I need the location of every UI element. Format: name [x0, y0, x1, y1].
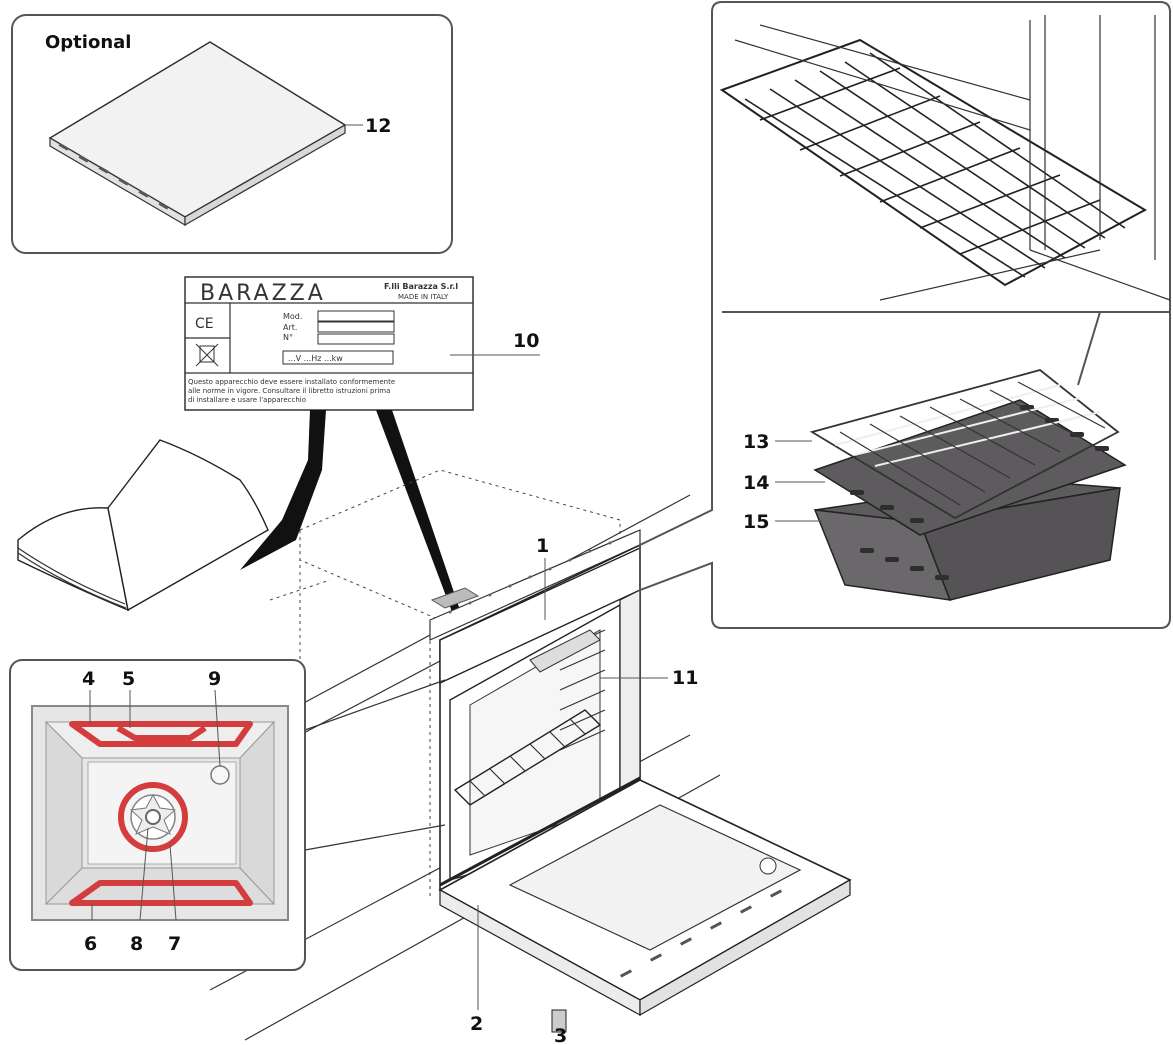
plate-brand: BARAZZA — [200, 281, 326, 306]
plate-made-in: MADE IN ITALY — [398, 293, 449, 301]
callout-2: 2 — [470, 1013, 483, 1035]
oven-main-view: 1 11 2 3 — [209, 469, 852, 1045]
callout-11: 11 — [672, 667, 698, 689]
callout-10: 10 — [513, 330, 539, 352]
callout-13: 13 — [743, 431, 769, 453]
plate-electrical: ...V ...Hz ...kw — [288, 354, 343, 363]
callout-7: 7 — [168, 933, 181, 955]
callout-3: 3 — [554, 1025, 567, 1045]
circular-heating-element — [118, 782, 188, 852]
optional-label: Optional — [45, 32, 131, 53]
shelf-closeup — [719, 15, 1171, 386]
instruction-manual — [17, 439, 270, 612]
callout-4: 4 — [82, 668, 95, 690]
optional-accessory-panel: Optional 12 — [11, 14, 453, 254]
baking-tray — [813, 399, 1127, 536]
bottom-heating-element — [69, 880, 253, 906]
callout-8: 8 — [130, 933, 143, 955]
plate-pointer — [240, 410, 460, 612]
plate-company: F.lli Barazza S.r.l — [384, 282, 458, 291]
plate-notice-1: Questo apparecchio deve essere installat… — [188, 378, 395, 386]
top-heating-element — [69, 721, 253, 747]
fan-icon — [129, 793, 177, 840]
callout-12: 12 — [365, 115, 391, 137]
callout-9: 9 — [208, 668, 221, 690]
callout-14: 14 — [743, 472, 769, 494]
cavity-pointer — [304, 679, 446, 851]
wire-rack — [809, 369, 1120, 520]
grill-element — [116, 725, 207, 741]
callout-6: 6 — [84, 933, 97, 955]
pizza-stone-accessory — [48, 41, 347, 227]
plate-mod-label: Mod. — [283, 312, 302, 321]
plate-n-label: N° — [283, 333, 293, 342]
lamp-icon — [210, 765, 230, 785]
callout-1: 1 — [536, 535, 549, 557]
plate-notice-2: alle norme in vigore. Consultare il libr… — [188, 387, 390, 395]
callout-15: 15 — [743, 511, 769, 533]
ce-mark: CE — [195, 316, 214, 332]
rating-plate: BARAZZA F.lli Barazza S.r.l MADE IN ITAL… — [184, 276, 540, 411]
plate-notice-3: di installare e usare l'apparecchio — [188, 396, 306, 404]
accessories-panel: 13 14 15 — [639, 1, 1171, 629]
cavity-inset-panel: 4 5 9 6 8 7 — [9, 659, 306, 971]
plate-art-label: Art. — [283, 323, 297, 332]
weee-bin-icon — [195, 343, 219, 367]
callout-5: 5 — [122, 668, 135, 690]
